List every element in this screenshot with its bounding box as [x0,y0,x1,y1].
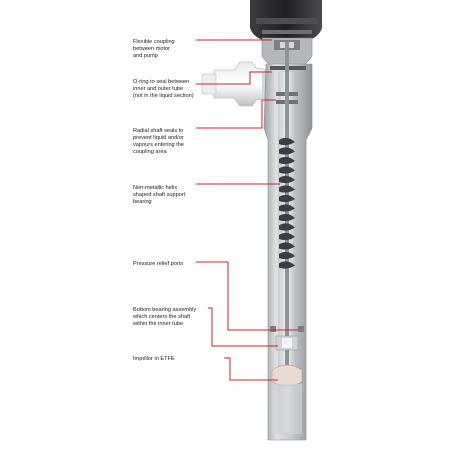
helix-segment [279,175,295,184]
leader-line [196,99,276,129]
leader-line [196,71,272,85]
helix-segment [279,213,295,222]
helix-segment [279,251,295,260]
annotation-leaders [196,39,298,381]
helix-segment [279,232,295,241]
helix-segment [279,261,295,269]
motor-housing [250,0,322,42]
helix-bearing [279,137,295,269]
helix-segment [279,166,295,174]
leader-line [208,307,278,347]
impellor [271,364,303,434]
helix-segment [279,194,295,203]
bottom-bearing [275,335,299,351]
helix-segment [279,147,295,155]
helix-segment [279,223,295,231]
helix-segment [279,156,295,165]
helix-segment [279,137,295,146]
leader-line [224,357,278,381]
leader-line [196,261,298,331]
helix-segment [279,204,295,212]
helix-segment [279,242,295,250]
pressure-relief-ports [270,326,304,332]
label-impellor: Impellor in ETFE [133,356,175,362]
label-pressure-relief: Pressure relief ports [133,261,184,267]
helix-segment [279,185,295,193]
